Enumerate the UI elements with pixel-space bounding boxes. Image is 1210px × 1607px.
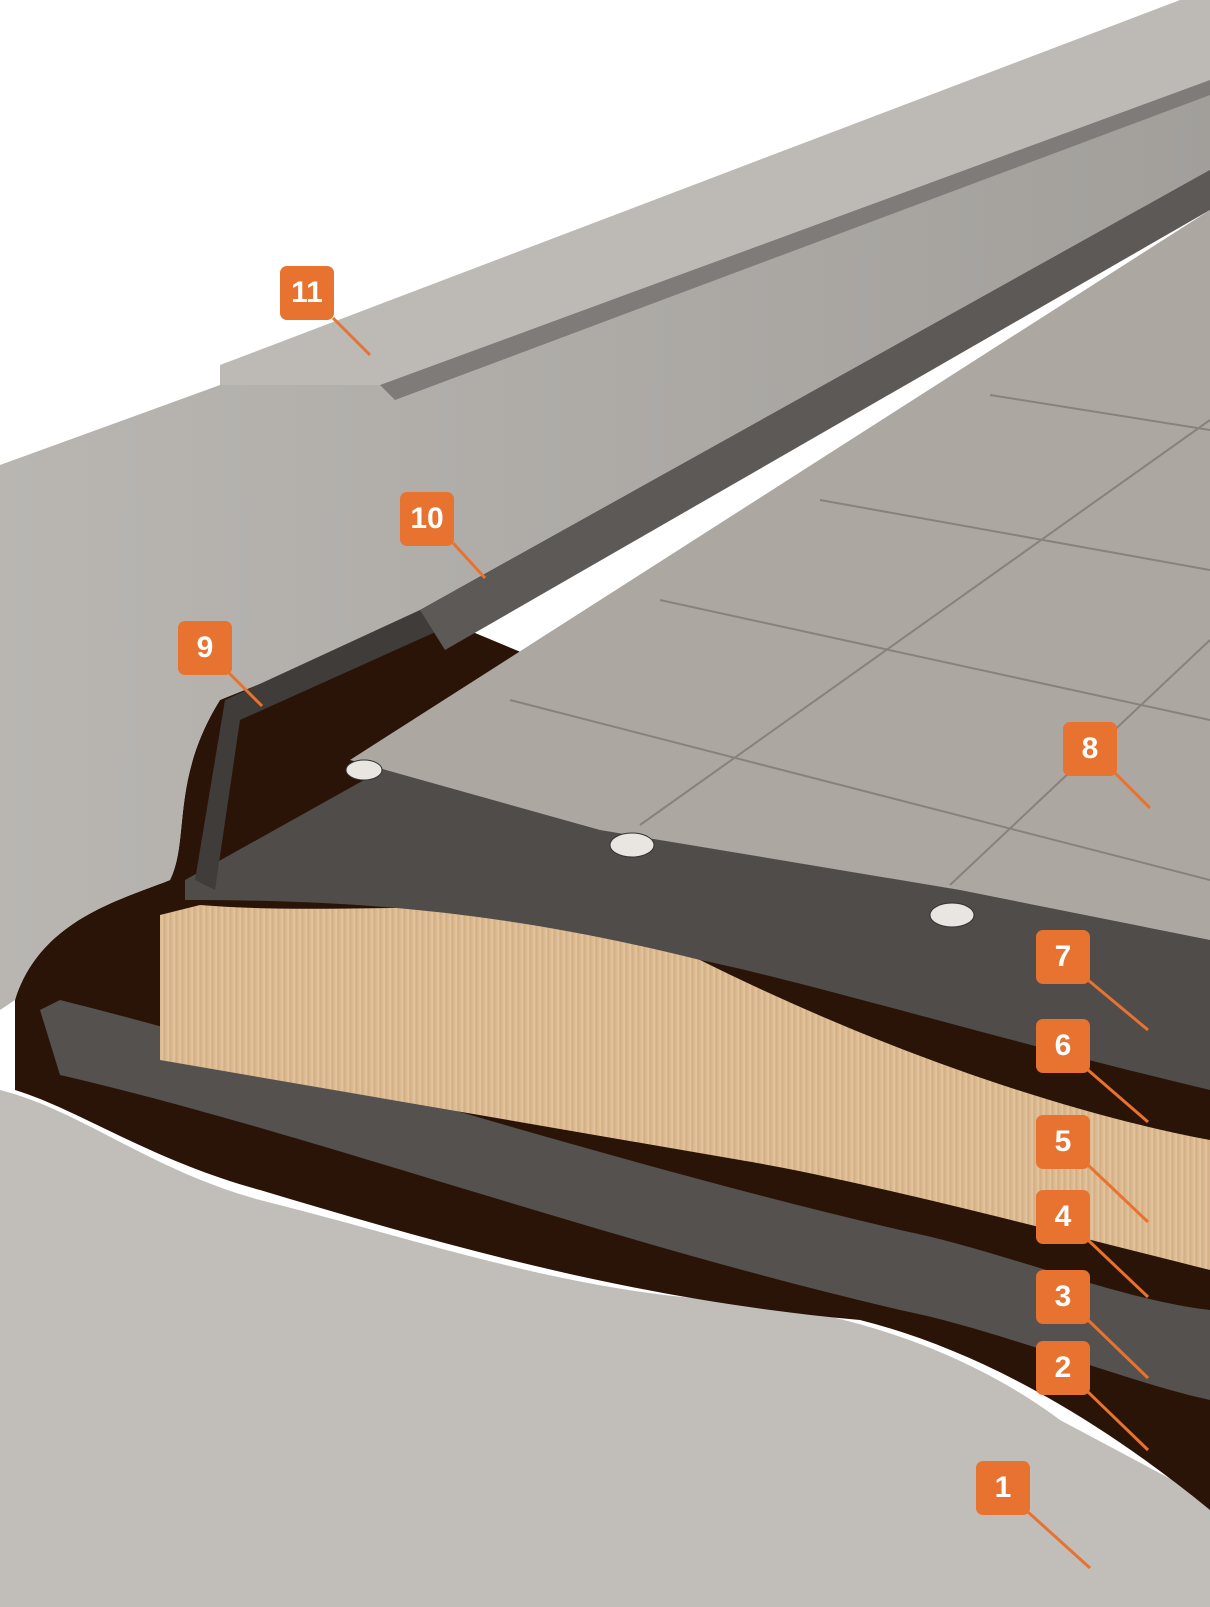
callout-3: 3 <box>1036 1270 1090 1324</box>
callout-10: 8 <box>1063 722 1117 776</box>
waterproofing-membrane <box>185 760 1210 1090</box>
callout-9: 10 <box>400 492 454 546</box>
callout-7: 7 <box>1036 930 1090 984</box>
callout-11: 11 <box>280 266 334 320</box>
callout-8: 9 <box>178 621 232 675</box>
callout-1: 1 <box>976 1461 1030 1515</box>
parapet-wall <box>0 80 1210 1010</box>
callout-2: 2 <box>1036 1341 1090 1395</box>
tile-paving <box>350 210 1210 940</box>
vapour-barrier <box>40 1000 1210 1400</box>
parapet-coping <box>220 0 1210 385</box>
callout-6: 6 <box>1036 1019 1090 1073</box>
pedestal-icon <box>345 759 975 928</box>
flashing-profile <box>420 170 1210 650</box>
callout-4: 4 <box>1036 1190 1090 1244</box>
thermal-insulation <box>160 905 1210 1270</box>
callout-5: 5 <box>1036 1115 1090 1169</box>
concrete-base <box>0 1090 1210 1607</box>
